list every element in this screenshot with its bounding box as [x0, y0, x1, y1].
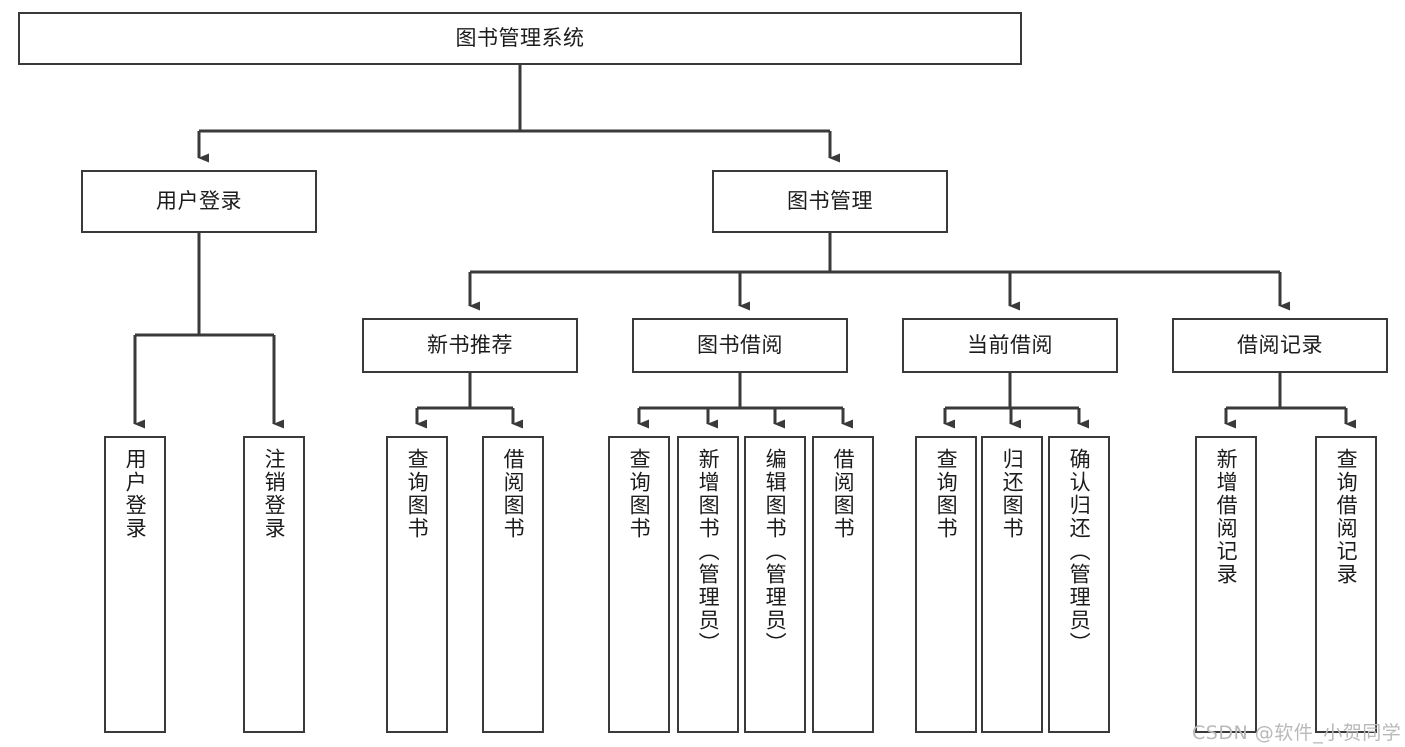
node-leaf-add-borrow-record[interactable]: 新增借阅记录 — [1195, 436, 1257, 733]
node-leaf-query-book-newbook-label: 查询图书 — [405, 448, 430, 540]
node-leaf-query-book-newbook[interactable]: 查询图书 — [386, 436, 448, 733]
node-leaf-confirm-return-admin[interactable]: 确认归还（管理员） — [1048, 436, 1110, 733]
node-leaf-logout-label: 注销登录 — [262, 448, 287, 540]
node-book-borrow-label: 图书借阅 — [697, 333, 783, 358]
node-current-borrow[interactable]: 当前借阅 — [902, 318, 1118, 373]
node-leaf-add-book-admin-label: 新增图书（管理员） — [696, 448, 721, 655]
node-root-system-label: 图书管理系统 — [455, 26, 585, 51]
node-leaf-query-borrow-record-label: 查询借阅记录 — [1334, 448, 1359, 586]
node-new-book-recommend[interactable]: 新书推荐 — [362, 318, 578, 373]
node-borrow-record[interactable]: 借阅记录 — [1172, 318, 1388, 373]
node-leaf-logout[interactable]: 注销登录 — [243, 436, 305, 733]
node-leaf-add-borrow-record-label: 新增借阅记录 — [1214, 448, 1239, 586]
node-leaf-query-borrow-record[interactable]: 查询借阅记录 — [1315, 436, 1377, 733]
node-book-borrow[interactable]: 图书借阅 — [632, 318, 848, 373]
node-borrow-record-label: 借阅记录 — [1237, 333, 1323, 358]
node-leaf-query-book-current-label: 查询图书 — [934, 448, 959, 540]
node-book-manage-label: 图书管理 — [787, 189, 873, 214]
node-leaf-borrow-book-newbook[interactable]: 借阅图书 — [482, 436, 544, 733]
node-leaf-borrow-book-newbook-label: 借阅图书 — [501, 448, 526, 540]
node-leaf-query-book-borrow-label: 查询图书 — [627, 448, 652, 540]
node-leaf-user-login-label: 用户登录 — [123, 448, 148, 540]
node-leaf-edit-book-admin-label: 编辑图书（管理员） — [763, 448, 788, 655]
node-new-book-recommend-label: 新书推荐 — [427, 333, 513, 358]
node-leaf-add-book-admin[interactable]: 新增图书（管理员） — [677, 436, 739, 733]
node-current-borrow-label: 当前借阅 — [967, 333, 1053, 358]
node-leaf-return-book-label: 归还图书 — [1000, 448, 1025, 540]
node-leaf-query-book-borrow[interactable]: 查询图书 — [608, 436, 670, 733]
node-root-system[interactable]: 图书管理系统 — [18, 12, 1022, 65]
node-leaf-borrow-book-label: 借阅图书 — [831, 448, 856, 540]
node-leaf-edit-book-admin[interactable]: 编辑图书（管理员） — [744, 436, 806, 733]
node-leaf-user-login[interactable]: 用户登录 — [104, 436, 166, 733]
node-user-login[interactable]: 用户登录 — [81, 170, 317, 233]
node-user-login-label: 用户登录 — [156, 189, 242, 214]
node-leaf-query-book-current[interactable]: 查询图书 — [915, 436, 977, 733]
node-leaf-confirm-return-admin-label: 确认归还（管理员） — [1067, 448, 1092, 655]
node-book-manage[interactable]: 图书管理 — [712, 170, 948, 233]
csdn-watermark: CSDN @软件_小贺同学 — [1192, 722, 1402, 744]
node-leaf-borrow-book[interactable]: 借阅图书 — [812, 436, 874, 733]
node-leaf-return-book[interactable]: 归还图书 — [981, 436, 1043, 733]
